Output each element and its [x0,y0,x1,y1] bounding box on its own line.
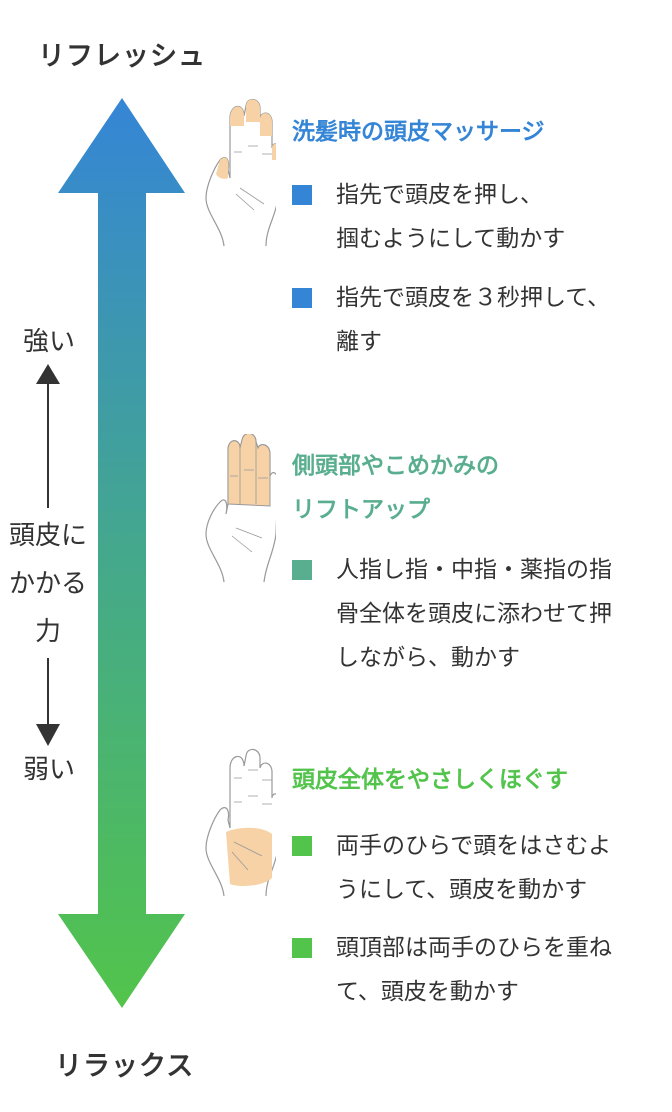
hand-three-fingers-icon [205,434,276,583]
refresh-label: リフレッシュ [38,41,206,72]
bullet-square-icon [292,185,312,205]
strong-label: 強い [22,327,75,357]
bullet-square-icon [292,836,312,856]
hand-fingertips-icon [205,98,276,247]
bullet-square-icon [292,560,312,580]
force-scale-arrows [36,364,60,746]
section-title-gentle-loosen: 頭皮全体をやさしくほぐす [292,767,568,793]
list-item: 人指し指・中指・薬指の指 骨全体を頭皮に添わせて押 しながら、動かす [292,548,672,680]
relax-label: リラックス [55,1051,195,1082]
bullet-square-icon [292,938,312,958]
section-title-lift-up: 側頭部やこめかみの リフトアップ [292,453,499,523]
force-label: 頭皮に かかる 力 [8,521,87,647]
list-item: 指先で頭皮を３秒押して、 離す [292,276,672,364]
gradient-double-arrow [58,98,185,1008]
weak-label: 弱い [22,755,75,785]
list-item: 両手のひらで頭をはさむよ うにして、頭皮を動かす [292,824,672,912]
list-item: 頭頂部は両手のひらを重ね て、頭皮を動かす [292,926,672,1014]
bullet-square-icon [292,288,312,308]
list-item: 指先で頭皮を押し、 掴むようにして動かす [292,173,672,261]
section-title-shampoo-massage: 洗髪時の頭皮マッサージ [292,119,545,145]
hand-palm-icon [205,748,276,897]
